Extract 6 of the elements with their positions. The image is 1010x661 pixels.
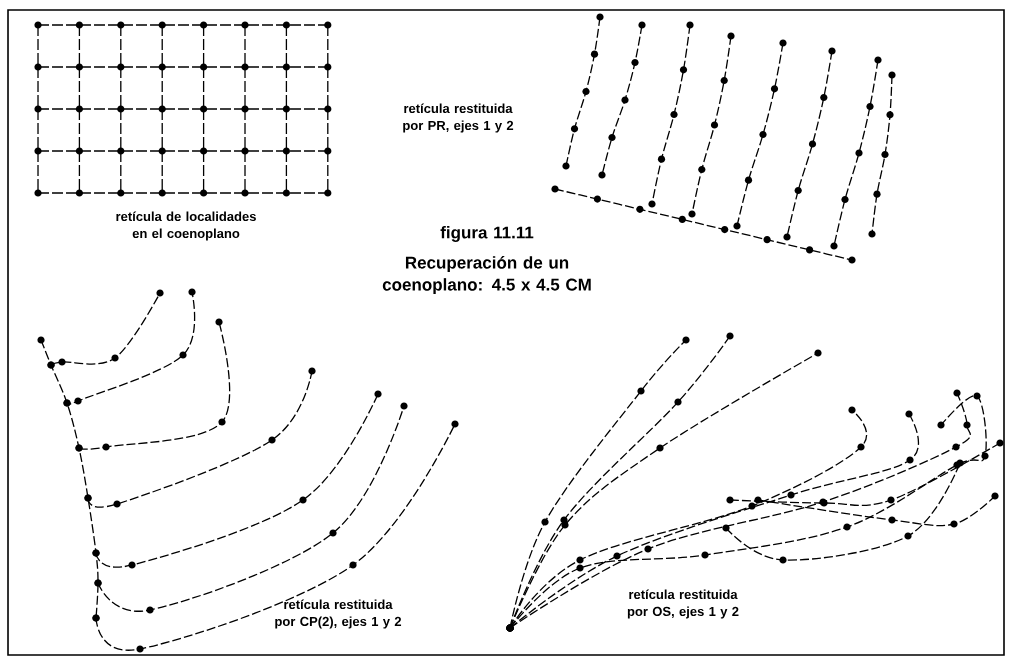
figure-title: figura 11.11 <box>440 226 534 242</box>
panel-caption: retícula restituida por PR, ejes 1 y 2 <box>403 103 514 133</box>
figure-caption: Recuperación de un coenoplano: 4.5 x 4.5 CM <box>382 256 591 294</box>
panel-caption: retícula restituida por CP(2), ejes 1 y 2 <box>275 599 402 629</box>
panel-caption: retícula restituida por OS, ejes 1 y 2 <box>627 589 739 619</box>
panel-caption: retícula de localidades en el coenoplano <box>116 211 256 241</box>
